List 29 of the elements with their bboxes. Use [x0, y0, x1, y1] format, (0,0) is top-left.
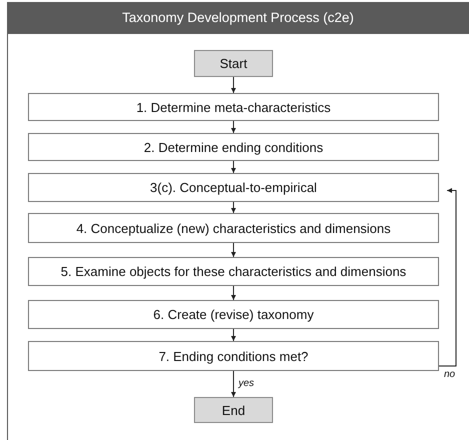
step-text: 3(c). Conceptual-to-empirical — [150, 180, 317, 195]
step-text: 6. Create (revise) taxonomy — [153, 307, 314, 322]
arrow — [231, 76, 236, 94]
step-text: 7. Ending conditions met? — [158, 348, 308, 364]
title-bar: Taxonomy Development Process (c2e) — [7, 2, 469, 34]
step-text: End — [222, 402, 246, 418]
step-text: 4. Conceptualize (new) characteristics and dimensions — [76, 220, 391, 236]
step-text: 1. Determine meta-characteristics — [136, 100, 331, 114]
process-box — [28, 341, 439, 371]
process-box — [28, 213, 439, 243]
step-text: 2. Determine ending conditions — [144, 140, 324, 154]
terminal-box — [194, 50, 273, 77]
arrow — [231, 286, 236, 300]
arrow — [438, 188, 456, 366]
arrow — [231, 242, 236, 258]
step-text: 5. Examine objects for these characteristics and dimensions — [60, 264, 406, 279]
arrow — [231, 120, 236, 134]
process-box — [28, 257, 439, 286]
arrow — [231, 202, 236, 214]
process-box — [28, 173, 439, 202]
arrow — [231, 370, 236, 398]
arrow — [231, 328, 236, 342]
process-box — [28, 93, 439, 121]
arrow — [231, 160, 236, 174]
process-box — [28, 300, 439, 329]
process-box — [28, 133, 439, 161]
terminal-box — [194, 397, 273, 423]
edge-label: yes — [238, 378, 254, 390]
step-text: Start — [220, 56, 248, 71]
